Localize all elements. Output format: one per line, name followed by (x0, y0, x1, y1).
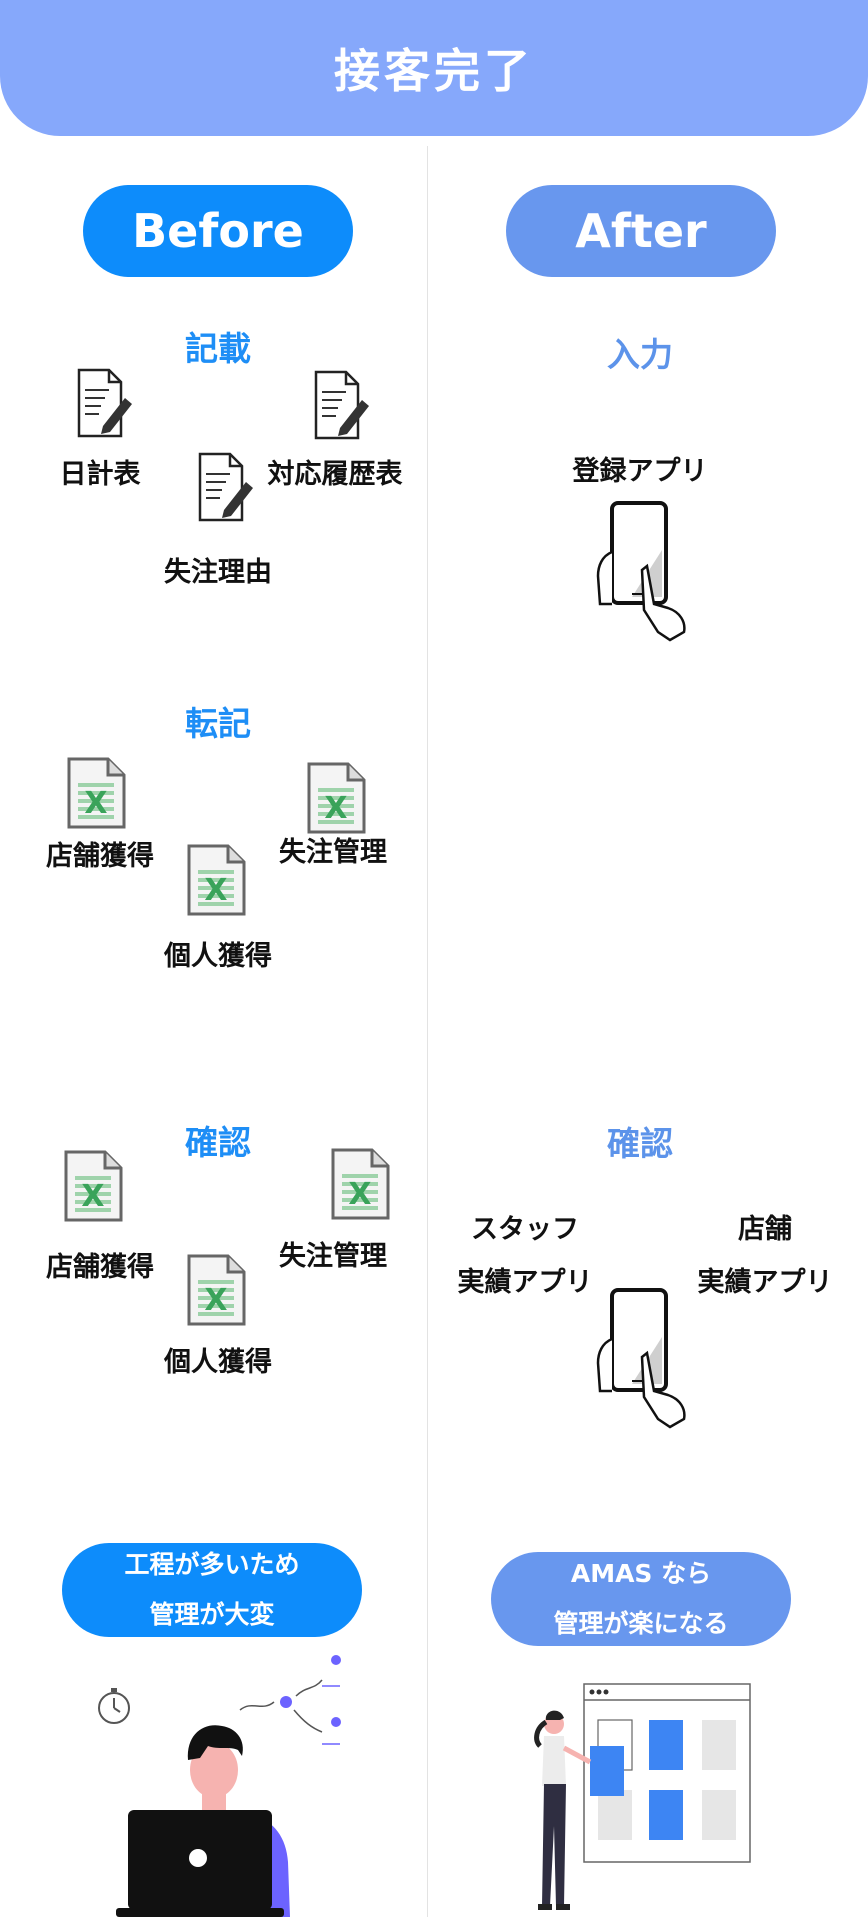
page-header: 接客完了 (0, 0, 868, 136)
after-step1-title: 入力 (607, 335, 673, 374)
after-step3-title: 確認 (607, 1124, 673, 1163)
tablet-hand-icon (592, 500, 694, 642)
before-step1-title: 記載 (185, 329, 251, 368)
app-label-store-line2: 実績アプリ (697, 1267, 833, 1298)
svg-text:X: X (84, 786, 107, 821)
before-label: Before (83, 185, 353, 277)
tablet-hand-icon (592, 1287, 694, 1429)
excel-file-icon: X (186, 844, 248, 916)
svg-text:X: X (204, 1283, 227, 1318)
app-label-staff-line2: 実績アプリ (457, 1267, 593, 1298)
app-label-staff-line1: スタッフ (471, 1214, 579, 1245)
svg-text:X: X (204, 873, 227, 908)
doc-label-daily: 日計表 (59, 459, 141, 490)
app-label-register: 登録アプリ (572, 456, 708, 487)
file-label-personal: 個人獲得 (164, 1347, 272, 1378)
document-icon (312, 370, 372, 442)
before-summary-line2: 管理が大変 (149, 1600, 275, 1629)
document-icon (196, 452, 256, 524)
excel-file-icon: X (66, 757, 128, 829)
before-summary-line1: 工程が多いため (124, 1550, 300, 1579)
after-summary-line2: 管理が楽になる (553, 1609, 729, 1638)
person-laptop-illustration (90, 1650, 390, 1917)
excel-file-icon: X (186, 1254, 248, 1326)
svg-text:X: X (348, 1177, 371, 1212)
file-label-lost: 失注管理 (279, 1241, 387, 1272)
doc-label-history: 対応履歴表 (267, 459, 403, 490)
file-label-personal: 個人獲得 (164, 941, 272, 972)
svg-text:X: X (81, 1179, 104, 1214)
svg-text:X: X (324, 791, 347, 826)
app-label-store-line1: 店舗 (738, 1214, 792, 1245)
document-icon (75, 368, 135, 440)
page-title: 接客完了 (334, 44, 534, 98)
file-label-lost: 失注管理 (279, 837, 387, 868)
file-label-store: 店舗獲得 (46, 841, 154, 872)
before-step2-title: 転記 (185, 704, 251, 743)
doc-label-lost: 失注理由 (164, 557, 272, 588)
after-summary-badge: AMAS なら 管理が楽になる (491, 1552, 791, 1646)
file-label-store: 店舗獲得 (46, 1252, 154, 1283)
excel-file-icon: X (63, 1150, 125, 1222)
person-dashboard-illustration (520, 1676, 760, 1917)
after-label: After (506, 185, 776, 277)
column-divider (427, 146, 428, 1917)
after-summary-line1: AMAS なら (570, 1559, 712, 1588)
stopwatch-icon (98, 1688, 130, 1724)
before-step3-title: 確認 (185, 1123, 251, 1162)
before-summary-badge: 工程が多いため 管理が大変 (62, 1543, 362, 1637)
excel-file-icon: X (330, 1148, 392, 1220)
excel-file-icon: X (306, 762, 368, 834)
